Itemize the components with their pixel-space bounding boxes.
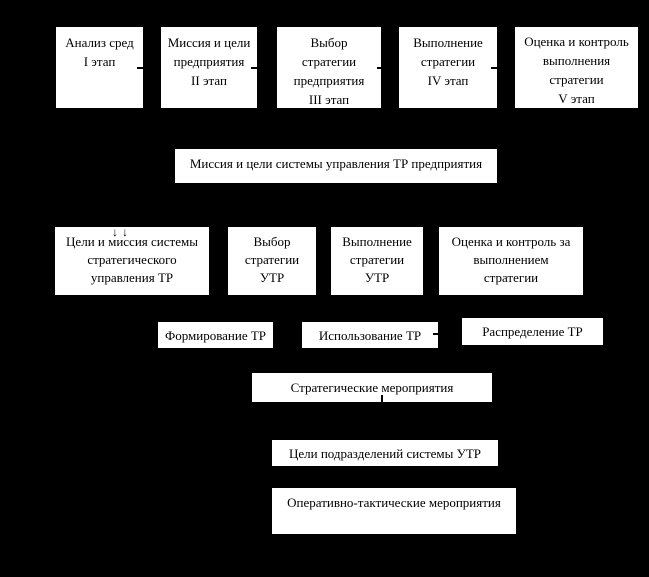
operational-measures-text: Оперативно-тактические мероприятия (287, 495, 501, 510)
strategy-box-goals-line: стратегического (87, 252, 177, 267)
stage-box-1: Анализ сред I этап (56, 27, 143, 108)
resource-box-formation-label: Формирование ТР (164, 327, 267, 343)
stage-box-5-line: Оценка и контроль (524, 34, 629, 49)
resource-box-usage-label: Использование ТР (318, 327, 422, 343)
stage-box-3: Выбор стратегии предприятия III этап (277, 27, 381, 108)
strategic-measures-banner: Стратегические мероприятия (252, 373, 492, 402)
connector-dash (491, 67, 501, 69)
strategy-box-goals-mission: ↓↓ Цели и миссия системы стратегического… (55, 225, 209, 295)
stage-box-3-line: стратегии (301, 54, 357, 69)
stage-box-5: Оценка и контроль выполнения стратегии V… (515, 27, 638, 108)
strategy-box-goals-line: Цели и миссия системы (66, 234, 198, 249)
connector-dash (377, 67, 387, 69)
stage-box-4-line: стратегии (420, 54, 476, 69)
operational-measures-banner: Оперативно-тактические мероприятия (272, 488, 516, 534)
strategy-box-control-line: выполнением (473, 252, 549, 267)
strategy-box-control: Оценка и контроль за выполнением стратег… (439, 227, 583, 295)
stage-box-5-line: V этап (558, 91, 595, 106)
resource-box-distribution: Распределение ТР (462, 318, 603, 345)
strategy-box-control-line: Оценка и контроль за (451, 234, 571, 249)
strategy-box-execution-line: стратегии (349, 252, 405, 267)
stage-box-2-line: II этап (191, 73, 227, 88)
connector-dash (137, 67, 147, 69)
stage-box-3-line: предприятия (293, 73, 365, 88)
stage-box-2: Миссия и цели предприятия II этап (161, 27, 257, 108)
stage-box-5-line: выполнения (542, 53, 611, 68)
stage-box-2-line: предприятия (173, 54, 245, 69)
strategy-box-choice-line: стратегии (244, 252, 300, 267)
stage-box-1-line: I этап (83, 54, 116, 69)
connector-dash (433, 333, 442, 335)
stage-box-3-line: Выбор (310, 35, 348, 50)
strategy-box-execution-line: Выполнение (342, 234, 412, 249)
stage-box-4-line: Выполнение (413, 35, 483, 50)
connector-dash (251, 67, 261, 69)
connector-tick (381, 395, 383, 407)
strategic-measures-text: Стратегические мероприятия (290, 380, 454, 395)
strategy-box-execution-line: УТР (364, 270, 390, 285)
strategy-box-choice-line: УТР (259, 270, 285, 285)
strategy-box-control-line: стратегии (483, 270, 539, 285)
strategy-box-execution: Выполнение стратегии УТР (331, 227, 423, 295)
down-arrows-icon: ↓↓ (112, 225, 132, 239)
division-goals-text: Цели подразделений системы УТР (288, 445, 482, 461)
stage-box-2-line: Миссия и цели (167, 35, 251, 50)
strategy-box-goals-line: управления ТР (90, 270, 174, 285)
strategy-box-choice-line: Выбор (253, 234, 291, 249)
mission-banner-text: Миссия и цели системы управления ТР пред… (189, 156, 483, 171)
mission-banner: Миссия и цели системы управления ТР пред… (175, 149, 497, 183)
division-goals-banner: Цели подразделений системы УТР (272, 440, 498, 466)
stage-box-1-line: Анализ сред (65, 35, 134, 50)
stage-box-3-line: III этап (308, 92, 350, 107)
strategy-box-choice: Выбор стратегии УТР (228, 227, 316, 295)
stage-box-5-line: стратегии (549, 72, 604, 87)
resource-box-usage: Использование ТР (302, 322, 438, 348)
resource-box-formation: Формирование ТР (158, 322, 273, 348)
stage-box-4-line: IV этап (427, 73, 469, 88)
stage-box-4: Выполнение стратегии IV этап (399, 27, 497, 108)
resource-box-distribution-label: Распределение ТР (482, 324, 583, 339)
